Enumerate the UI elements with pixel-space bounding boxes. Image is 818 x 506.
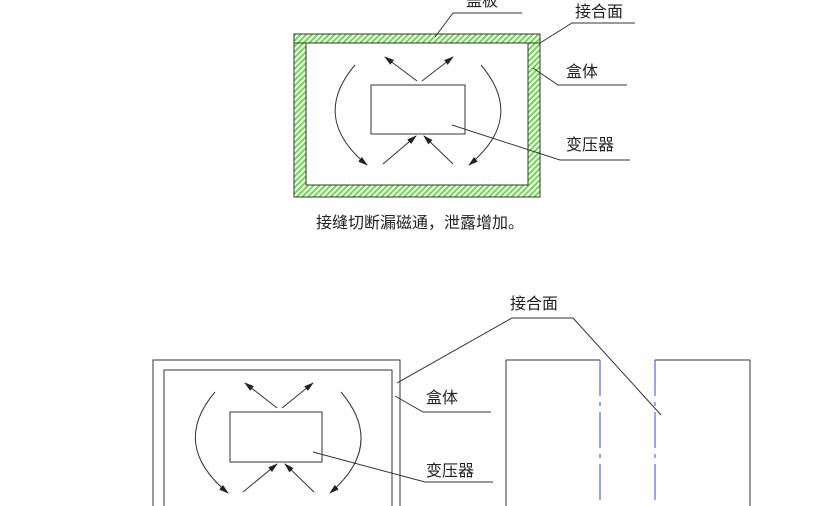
flux-arrows — [194, 382, 362, 494]
bottom-diagram: 接合面 盒体 变压器 — [152, 294, 751, 506]
top-diagram: 盖板 接合面 盒体 变压器 接缝切断漏磁通，泄露增加。 — [293, 0, 635, 232]
joint-label: 接合面 — [575, 2, 623, 21]
left-piece — [505, 359, 600, 506]
joint-label: 接合面 — [510, 294, 558, 313]
flux-arrows — [334, 56, 502, 166]
box-label: 盒体 — [566, 62, 598, 81]
box-leader — [394, 395, 491, 413]
transformer — [370, 84, 466, 135]
transformer-leader — [312, 451, 493, 483]
transformer-leader — [451, 124, 630, 161]
transformer — [229, 411, 323, 463]
box-leader — [532, 67, 627, 86]
transformer-label: 变压器 — [566, 135, 614, 154]
box-label: 盒体 — [426, 388, 458, 407]
cover-leader — [434, 12, 522, 38]
caption: 接缝切断漏磁通，泄露增加。 — [316, 213, 524, 232]
box-inner — [163, 369, 393, 506]
joint-leader — [396, 317, 662, 416]
transformer-label: 变压器 — [426, 461, 474, 480]
box-outer — [152, 359, 401, 506]
cover-label: 盖板 — [466, 0, 498, 10]
joint-leader — [539, 22, 635, 44]
right-piece — [655, 359, 751, 506]
